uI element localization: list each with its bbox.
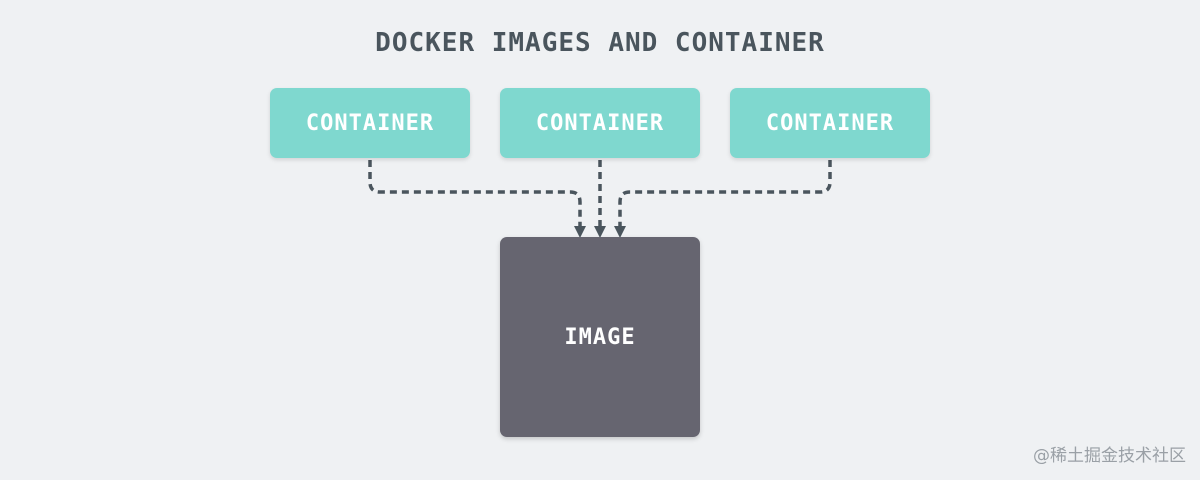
container-label: CONTAINER (305, 110, 435, 136)
container-box-3: CONTAINER (730, 88, 930, 158)
image-label: IMAGE (564, 324, 636, 350)
arrow-container-1-to-image (368, 160, 586, 238)
container-label: CONTAINER (535, 110, 665, 136)
container-box-2: CONTAINER (500, 88, 700, 158)
image-box: IMAGE (500, 237, 700, 437)
diagram-title: DOCKER IMAGES AND CONTAINER (375, 28, 825, 58)
arrow-container-3-to-image (614, 160, 832, 238)
container-label: CONTAINER (765, 110, 895, 136)
watermark: @稀土掘金技术社区 (1033, 446, 1186, 466)
container-box-1: CONTAINER (270, 88, 470, 158)
